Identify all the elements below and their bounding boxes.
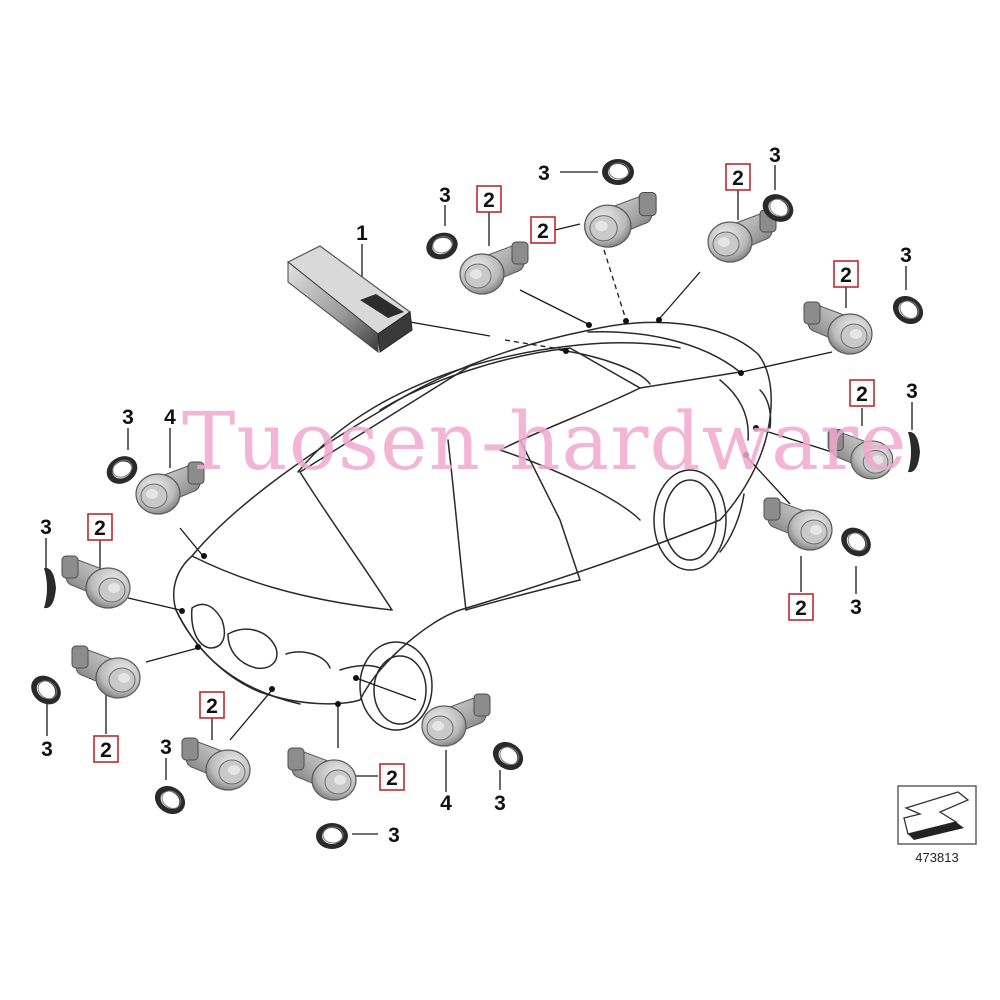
car-outline	[172, 321, 772, 731]
sensor-parts	[61, 191, 894, 801]
callout-1: 1	[356, 222, 368, 245]
leader-lines	[45, 165, 913, 835]
control-unit-icon	[286, 245, 413, 354]
callout-3g: 3	[122, 406, 134, 429]
callout-2-box: 2	[725, 163, 751, 191]
callout-4a: 4	[164, 406, 176, 429]
callout-2-box: 2	[93, 735, 119, 763]
callout-4b: 4	[440, 792, 452, 815]
callout-2-box: 2	[379, 763, 405, 791]
callout-2-box: 2	[199, 691, 225, 719]
callout-3d: 3	[900, 244, 912, 267]
callout-2-box: 2	[476, 185, 502, 213]
arrow-reference-icon	[903, 791, 970, 840]
callout-3i: 3	[41, 738, 53, 761]
callout-3f: 3	[850, 596, 862, 619]
callout-labels: 1 2 2 2 2 2 2 2 2	[40, 144, 918, 847]
reference-badge: 473813	[897, 785, 977, 865]
callout-2i: 2	[206, 695, 218, 718]
callout-2f: 2	[795, 597, 807, 620]
callout-3b: 3	[538, 162, 550, 185]
callout-2-box: 2	[87, 513, 113, 541]
callout-2d: 2	[840, 264, 852, 287]
callout-2-box: 2	[530, 216, 556, 244]
callout-2h: 2	[100, 739, 112, 762]
callout-2b: 2	[537, 220, 549, 243]
callout-3h: 3	[40, 516, 52, 539]
callout-3k: 3	[388, 824, 400, 847]
callout-3l: 3	[494, 792, 506, 815]
callout-3j: 3	[160, 736, 172, 759]
callout-2j: 2	[386, 767, 398, 790]
callout-2c: 2	[732, 167, 744, 190]
callout-2-box: 2	[833, 260, 859, 288]
callout-2a: 2	[483, 189, 495, 212]
reference-number: 473813	[915, 850, 958, 865]
callout-3a: 3	[439, 184, 451, 207]
callout-3e: 3	[906, 380, 918, 403]
callout-2g: 2	[94, 517, 106, 540]
callout-3c: 3	[769, 144, 781, 167]
callout-2e: 2	[856, 383, 868, 406]
callout-2-box: 2	[788, 593, 814, 621]
callout-2-box: 2	[849, 379, 875, 407]
